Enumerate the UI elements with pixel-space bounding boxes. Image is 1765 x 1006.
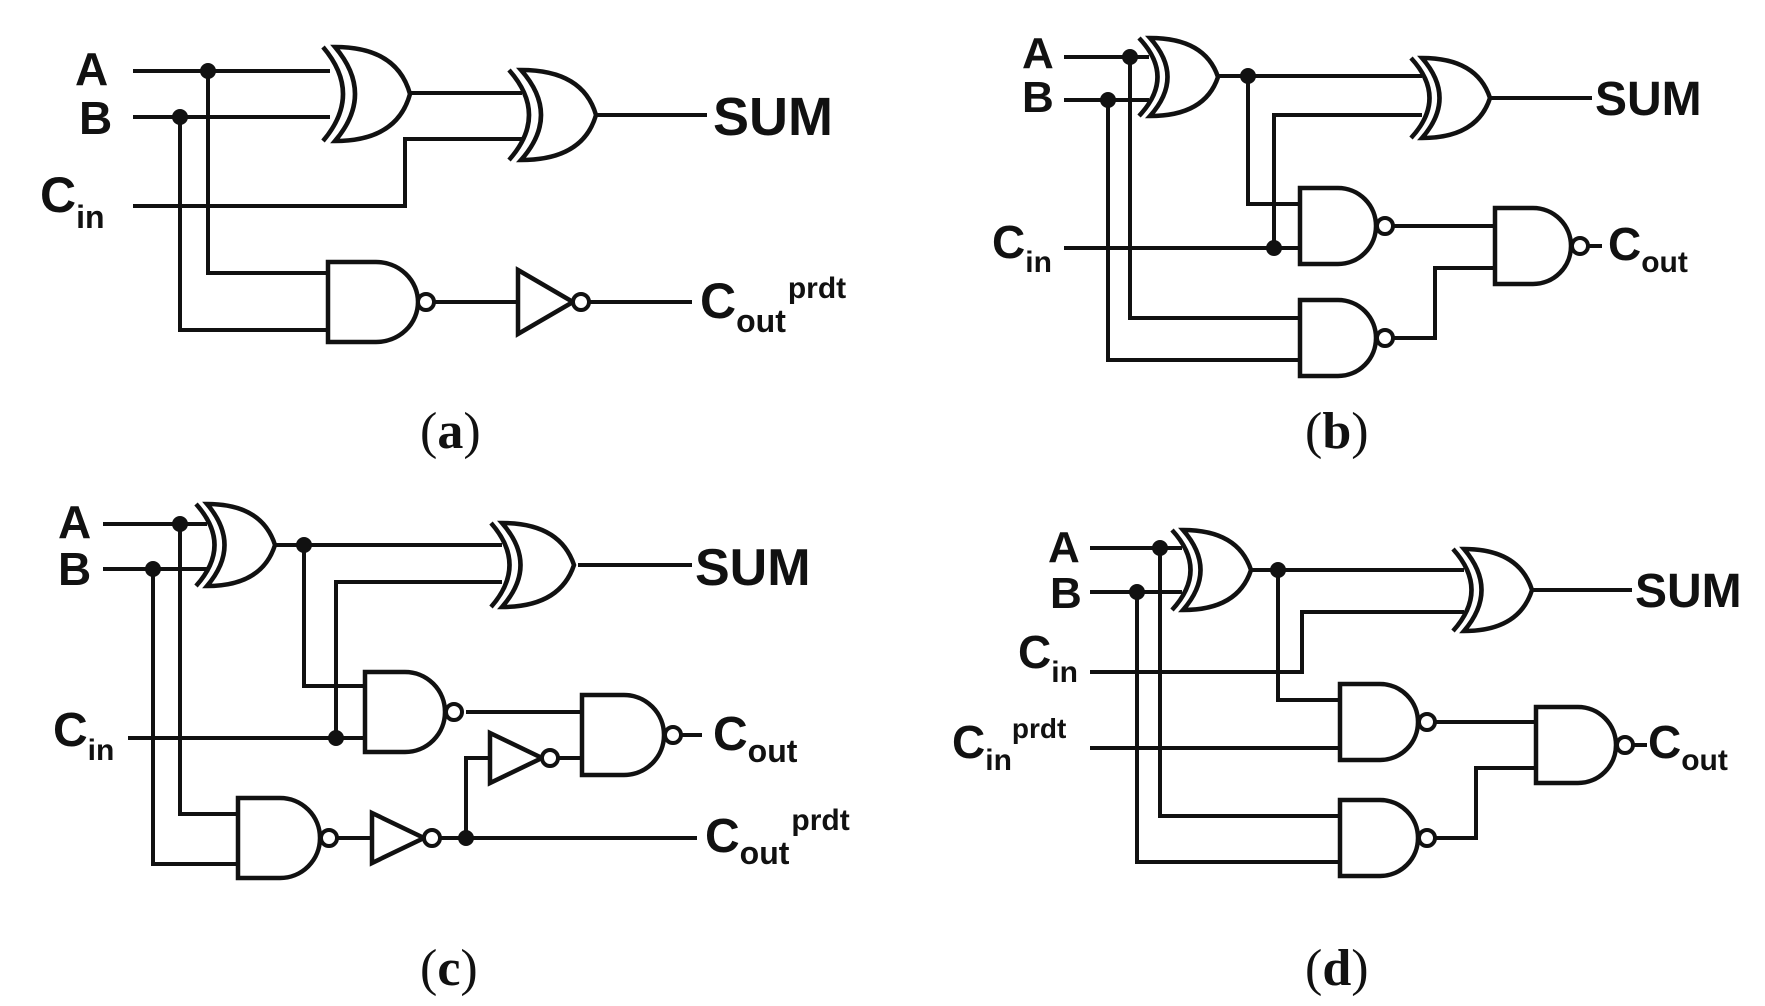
nand-gate (1337, 797, 1437, 879)
nand-gate (1492, 205, 1590, 287)
sum-label: SUM (1595, 73, 1702, 126)
junction-dot (1152, 540, 1168, 556)
caption-c: (c) (420, 940, 478, 997)
inverter (487, 729, 560, 787)
junction-dot (1122, 49, 1138, 65)
wire-c-input-a (103, 522, 240, 816)
xor-gate (1409, 55, 1493, 141)
cin-label: Cin (992, 216, 1052, 279)
wire-d-cin (1090, 610, 1464, 674)
xor-gate (507, 67, 599, 163)
caption-d: (d) (1305, 940, 1369, 997)
input-a-label: A (1048, 523, 1080, 572)
sum-label: SUM (713, 87, 833, 147)
cout-prdt-label: Coutprdt (705, 804, 850, 871)
junction-dot (200, 63, 216, 79)
wire-b-cin (1064, 113, 1422, 250)
inverter (369, 809, 442, 867)
input-a-label: A (58, 496, 91, 548)
input-b-label: B (79, 92, 112, 144)
caption-a: (a) (420, 403, 481, 460)
wire-b-nand2-out (1382, 266, 1497, 340)
junction-dot (328, 730, 344, 746)
xor-gate (321, 44, 413, 144)
wire-d-nand2-out (1426, 766, 1538, 840)
xor-gate (1170, 527, 1254, 613)
wire-a-cin (133, 137, 522, 208)
panel-b: A B Cin SUM Cout (b) (992, 29, 1702, 460)
junction-dot (1240, 68, 1256, 84)
xor-gate (1137, 35, 1221, 119)
nand-gate (325, 259, 436, 345)
input-a-label: A (75, 43, 108, 95)
sum-label: SUM (1635, 565, 1742, 618)
wire-a-input-a (133, 69, 330, 275)
wire-c-xor1-out (273, 543, 502, 688)
sum-label: SUM (695, 539, 811, 597)
nand-gate (362, 669, 464, 755)
panel-c: A B Cin SUM Cout Coutprdt (c) (53, 496, 850, 997)
panel-d: A B Cin Cinprdt SUM Cout (d) (952, 523, 1742, 997)
nand-gate (235, 795, 339, 881)
nand-gate (1297, 185, 1395, 267)
wire-c-cin (128, 580, 502, 740)
cout-label: Cout (1648, 716, 1728, 777)
cin-prdt-label: Cinprdt (952, 713, 1066, 777)
nand-gate (1533, 704, 1635, 786)
cout-label: Cout (713, 708, 798, 769)
cin-label: Cin (40, 167, 105, 235)
input-b-label: B (1050, 569, 1082, 618)
input-b-label: B (58, 543, 91, 595)
wire-c-input-b (103, 567, 240, 866)
xor-gate (194, 501, 278, 589)
junction-dot (172, 516, 188, 532)
wire-b-input-b (1064, 98, 1302, 362)
input-a-label: A (1022, 29, 1054, 78)
nand-gate (1337, 681, 1437, 763)
junction-dot (172, 109, 188, 125)
junction-dot (1129, 584, 1145, 600)
input-b-label: B (1022, 73, 1054, 122)
cin-label: Cin (1018, 626, 1078, 689)
junction-dot (296, 537, 312, 553)
nand-gate (579, 692, 683, 778)
junction-dot (458, 830, 474, 846)
wire-b-xor1-out (1216, 74, 1422, 206)
junction-dot (145, 561, 161, 577)
panel-a: A B Cin SUM Coutprdt (a) (40, 43, 846, 460)
junction-dot (1266, 240, 1282, 256)
junction-dot (1270, 562, 1286, 578)
cout-label: Cout (1608, 218, 1688, 279)
inverter (515, 266, 591, 338)
nand-gate (1297, 297, 1395, 379)
xor-gate (489, 520, 577, 610)
xor-gate (1451, 546, 1535, 634)
junction-dot (1100, 92, 1116, 108)
cout-prdt-label: Coutprdt (700, 272, 846, 339)
caption-b: (b) (1305, 403, 1369, 460)
wire-d-xor1-out (1250, 568, 1464, 702)
wire-a-input-b (133, 115, 330, 332)
wire-c-prdt (438, 756, 697, 840)
cin-label: Cin (53, 704, 114, 767)
